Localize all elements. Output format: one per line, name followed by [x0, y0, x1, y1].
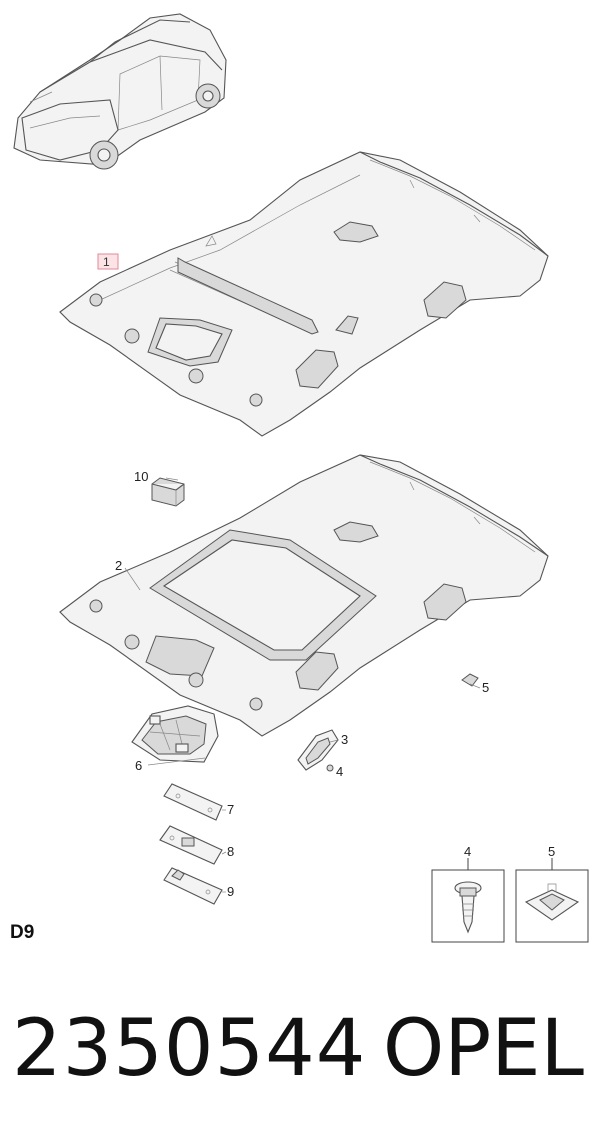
callout-9: 9	[227, 884, 234, 899]
callout-7: 7	[227, 802, 234, 817]
callout-3: 3	[341, 732, 348, 747]
part-6-console	[131, 705, 219, 763]
part-3-handle	[297, 729, 339, 771]
part-5-clip	[461, 673, 479, 687]
part-9-cover	[163, 867, 223, 905]
part-7-lens	[163, 783, 223, 821]
leader-lines	[124, 477, 481, 893]
detail-box-screw	[431, 858, 505, 943]
part-4-screw-small	[326, 764, 334, 772]
callout-8: 8	[227, 844, 234, 859]
callout-2: 2	[115, 558, 122, 573]
part-number: 2350544	[12, 1004, 367, 1094]
brand-name: OPEL	[382, 1004, 584, 1094]
detail-box-clip	[515, 858, 589, 943]
section-code: D9	[10, 922, 35, 943]
callout-6: 6	[135, 758, 142, 773]
detail-box-4-label: 4	[464, 844, 471, 859]
callout-1-highlight	[97, 253, 119, 270]
headliner-part-1	[59, 151, 549, 437]
car-thumbnail	[13, 13, 227, 170]
callout-4: 4	[336, 764, 343, 779]
callout-10: 10	[134, 469, 148, 484]
part-8-lens	[159, 825, 223, 865]
callout-5: 5	[482, 680, 489, 695]
callout-1: 1	[103, 255, 110, 269]
headliner-part-2	[59, 454, 549, 737]
part-10-pad	[151, 477, 185, 507]
detail-box-5-label: 5	[548, 844, 555, 859]
